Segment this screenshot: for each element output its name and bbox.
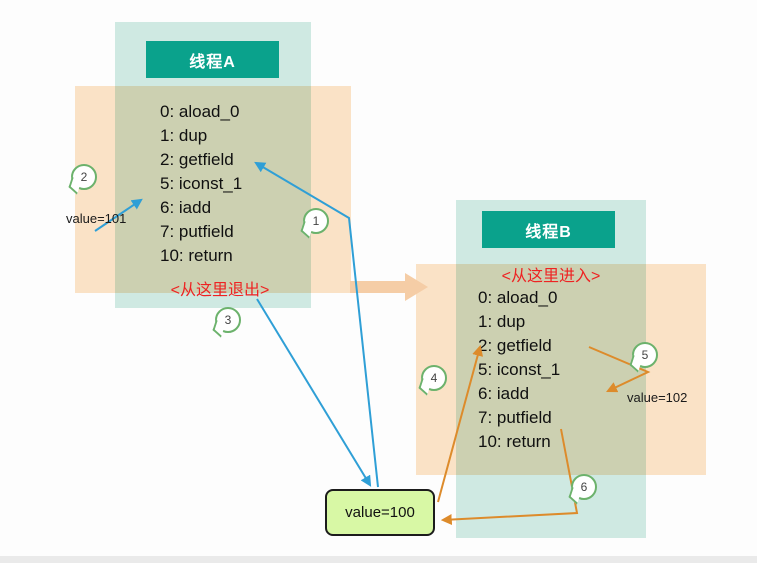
thread-b-bytecode-list: 0: aload_0 1: dup 2: getfield 5: iconst_1 6:…: [478, 286, 560, 454]
value-101-label: value=101: [66, 211, 127, 226]
bytecode-line: 5: iconst_1: [478, 360, 561, 379]
bytecode-line: 1: dup: [160, 126, 208, 145]
step-marker-6-number: 6: [580, 480, 588, 494]
thread-b-header: 线程B: [482, 211, 615, 248]
page-bottom-edge: [0, 556, 757, 563]
thread-a-title: 线程A: [189, 53, 236, 71]
step-marker-1: 1: [303, 208, 329, 234]
bytecode-line: 7: putfield: [478, 408, 552, 427]
bytecode-line: 6: iadd: [160, 198, 212, 217]
thread-b-title: 线程B: [525, 223, 572, 241]
step-marker-3: 3: [215, 307, 241, 333]
bytecode-line: 7: putfield: [160, 222, 234, 241]
arrow-step-3-exit: [256, 298, 372, 487]
step-marker-3-number: 3: [224, 313, 232, 327]
step-marker-4: 4: [421, 365, 447, 391]
bytecode-line: 2: getfield: [160, 150, 234, 169]
bytecode-line: 5: iconst_1: [160, 174, 243, 193]
bytecode-line: 0: aload_0: [160, 102, 240, 121]
thread-a-bytecode-list: 0: aload_0 1: dup 2: getfield 5: iconst_1 6:…: [160, 100, 242, 268]
value-102-label: value=102: [627, 390, 688, 405]
step-marker-5-number: 5: [641, 348, 649, 362]
bytecode-line: 2: getfield: [478, 336, 552, 355]
shared-value-label: value=100: [345, 504, 415, 521]
thread-a-header: 线程A: [146, 41, 279, 78]
step-marker-1-number: 1: [312, 214, 320, 228]
step-marker-4-number: 4: [430, 371, 438, 385]
bytecode-line: 0: aload_0: [478, 288, 558, 307]
step-marker-5: 5: [632, 342, 658, 368]
bytecode-line: 10: return: [160, 246, 233, 265]
thread-b-band: [416, 264, 706, 475]
bytecode-line: 1: dup: [478, 312, 526, 331]
step-marker-6: 6: [571, 474, 597, 500]
thread-a-exit-label: <从这里退出>: [170, 282, 270, 299]
thread-b-enter-label: <从这里进入>: [501, 268, 601, 285]
bytecode-line: 10: return: [478, 432, 551, 451]
step-marker-2-number: 2: [80, 170, 88, 184]
step-marker-2: 2: [71, 164, 97, 190]
shared-value-box: value=100: [325, 489, 435, 536]
bytecode-line: 6: iadd: [478, 384, 530, 403]
